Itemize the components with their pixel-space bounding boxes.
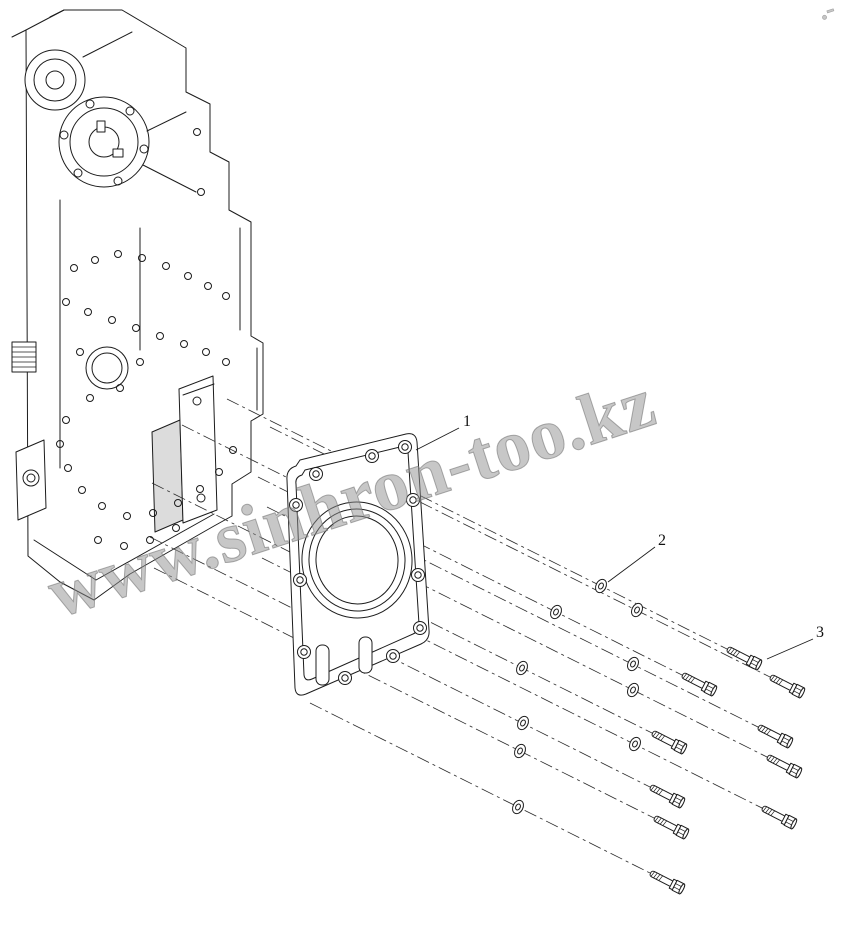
rear-oil-seal-plate [286,433,430,696]
engine-block [11,9,264,601]
hex-bolt [726,646,763,671]
washers-group [512,578,643,815]
assembly-axis-line [181,424,713,691]
callout-1: 1 [415,413,471,451]
callout-label-2: 2 [658,532,666,549]
cylinder-bore [58,96,150,188]
oil-gallery-hole [85,346,129,390]
washer [514,743,526,759]
washer [517,715,529,731]
washer [550,604,562,620]
hex-bolt [649,870,686,895]
hex-bolt [761,805,798,830]
callout-leader-line [415,427,460,451]
assembly-axis-line [309,702,681,889]
plate-bolt-holes [289,440,427,685]
washer [627,682,639,698]
seal-bore [301,501,413,619]
left-boss-hatch [11,341,37,373]
hex-bolt [653,815,690,840]
block-face-holes [56,128,237,550]
hex-bolt [769,674,806,699]
assembly-axis-line [153,567,685,834]
hex-bolt [651,730,688,755]
hex-bolt [681,672,718,697]
washer [516,660,528,676]
drain-slot [358,636,373,674]
callout-leader-line [766,638,814,660]
drain-slot [315,644,330,686]
callout-label-1: 1 [463,413,471,430]
left-mounting-tab [15,439,47,521]
washer [512,799,524,815]
bolts-group [649,646,806,895]
hex-bolt [766,754,803,779]
washer [627,656,639,672]
assembly-axis-line [226,398,758,665]
callout-3: 3 [766,624,824,660]
hex-bolt [757,724,794,749]
washer [595,578,607,594]
mounting-pad [178,375,218,524]
callout-2: 2 [607,532,666,583]
assembly-axis-line [149,536,681,803]
callout-label-3: 3 [816,624,824,641]
callout-leader-line [607,546,656,583]
washer [629,736,641,752]
hex-bolt [649,784,686,809]
washer [631,602,643,618]
bearing-bore [24,49,86,111]
